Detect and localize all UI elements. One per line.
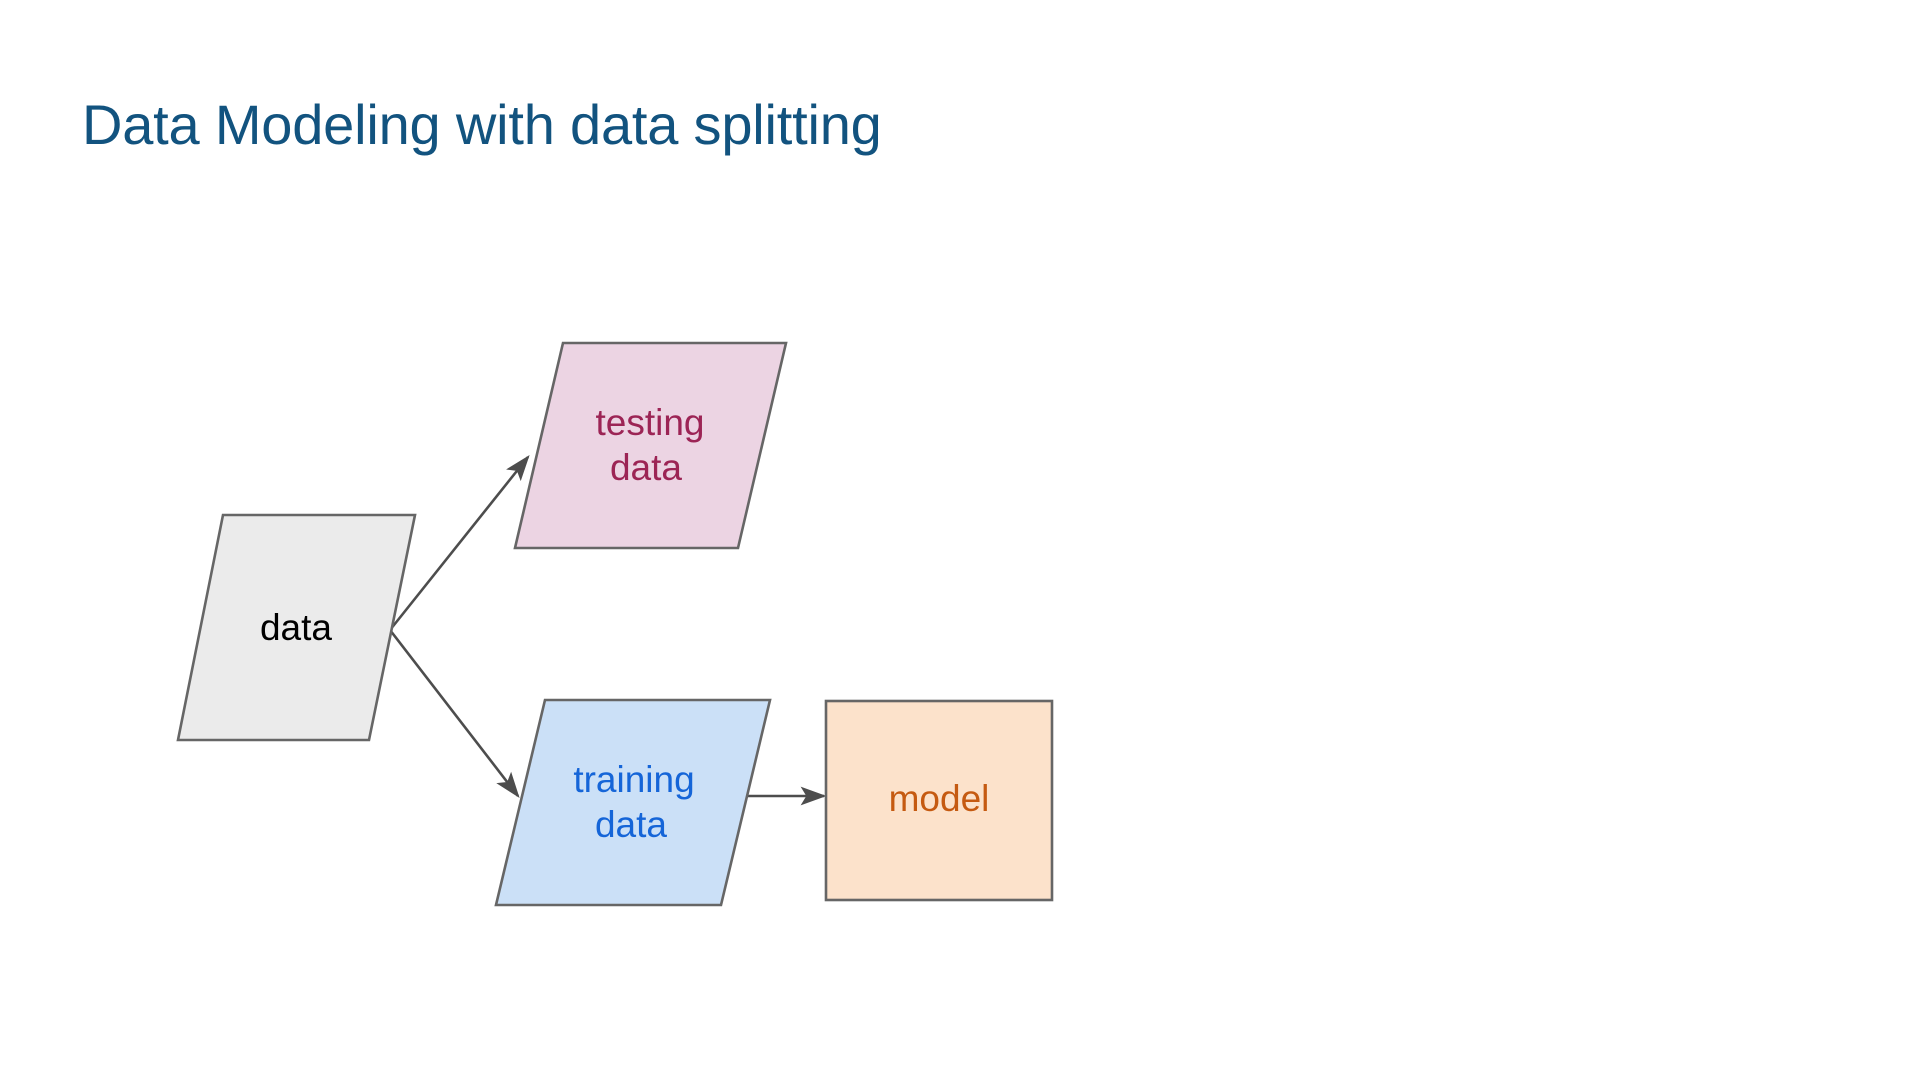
- model-label: model: [889, 778, 990, 819]
- arrow-data-to-training-data: [388, 629, 520, 799]
- data-shape[interactable]: [176, 513, 417, 742]
- edge-data-to-training-data: [388, 629, 520, 799]
- node-training-data[interactable]: training data: [494, 698, 772, 907]
- edge-data-to-testing-data: [388, 454, 530, 631]
- testing-data-label-line2: data: [610, 447, 682, 488]
- testing-data-shape[interactable]: [513, 341, 788, 550]
- model-shape[interactable]: [824, 699, 1054, 902]
- training-data-shape[interactable]: [494, 698, 772, 907]
- node-model[interactable]: model: [824, 699, 1054, 902]
- training-data-label-line2: data: [595, 804, 667, 845]
- training-data-label-line1: training: [573, 759, 694, 800]
- page-title: Data Modeling with data splitting: [82, 93, 882, 156]
- arrow-data-to-testing-data: [388, 454, 530, 631]
- node-data[interactable]: data: [176, 513, 417, 742]
- node-testing-data[interactable]: testing data: [513, 341, 788, 550]
- data-label: data: [260, 607, 332, 648]
- testing-data-label-line1: testing: [595, 402, 704, 443]
